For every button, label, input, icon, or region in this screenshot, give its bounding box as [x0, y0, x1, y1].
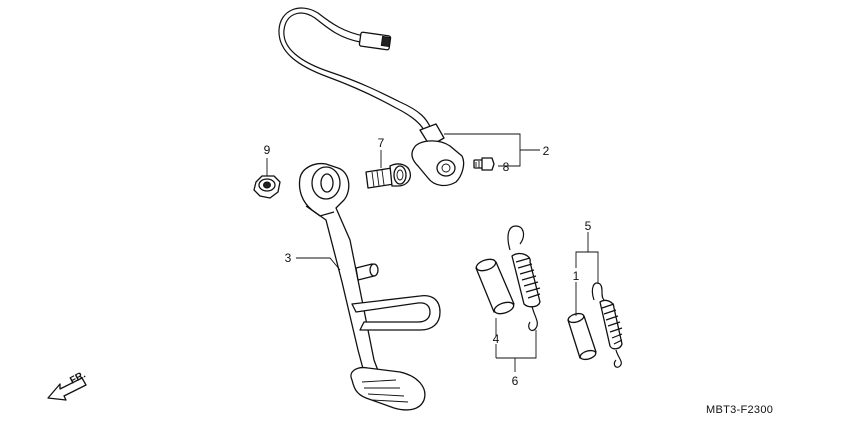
callout-6: 6	[512, 374, 519, 388]
collar-4	[475, 258, 515, 315]
switch-body	[411, 140, 465, 187]
side-stand-switch-assembly	[278, 7, 465, 187]
callout-5: 5	[585, 219, 592, 233]
callout-1: 1	[573, 269, 580, 283]
nut-9	[253, 175, 281, 199]
callout-4: 4	[493, 332, 500, 346]
diagram-code: MBT3-F2300	[706, 404, 773, 416]
pivot-bolt-7	[365, 163, 412, 189]
bolt-8	[473, 157, 495, 171]
callout-2: 2	[543, 144, 550, 158]
callout-8: 8	[503, 160, 510, 174]
callout-3: 3	[285, 251, 292, 265]
callout-7: 7	[378, 136, 385, 150]
spring-6	[507, 225, 541, 332]
side-stand	[298, 162, 441, 411]
callout-9: 9	[264, 143, 271, 157]
collar-1	[567, 312, 597, 361]
leader-lines	[266, 133, 599, 372]
spring-5	[591, 282, 623, 368]
front-direction-arrow: FR.	[47, 369, 88, 401]
